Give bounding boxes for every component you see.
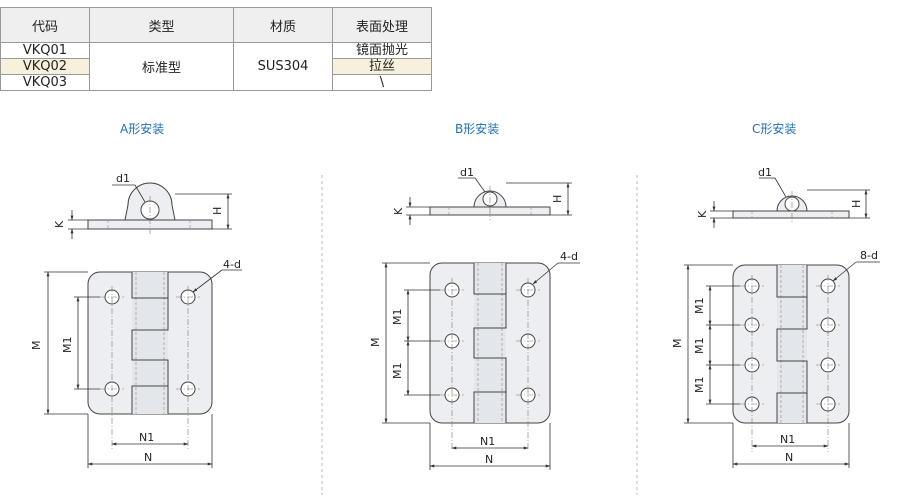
finish-cell: \	[332, 74, 432, 91]
label-m-c: M	[671, 339, 684, 349]
label-holes-a: 4-d	[223, 258, 241, 271]
label-n1-c: N1	[780, 433, 795, 446]
type-cell: 标准型	[89, 42, 234, 91]
table-row: VKQ02 拉丝	[0, 58, 432, 75]
label-h-b: H	[551, 195, 564, 203]
section-title-c: C形安装	[752, 122, 797, 136]
label-holes-c: 8-d	[860, 249, 878, 262]
label-n-c: N	[785, 451, 793, 464]
label-d1-a: d1	[116, 172, 130, 185]
front-view-a	[44, 269, 242, 468]
drawing-b: d1 H K 4-d M M1 M1 N1 N	[369, 166, 580, 470]
code-cell: VKQ01	[0, 42, 90, 59]
drawing-a: d1 H K 4-d M M1 N1 N	[30, 172, 242, 468]
table-header-row: 代码 类型 材质 表面处理	[0, 7, 432, 43]
label-k-c: K	[696, 210, 709, 218]
label-n1-b: N1	[480, 435, 495, 448]
label-m1-c-3: M1	[693, 377, 706, 394]
label-h-a: H	[211, 207, 224, 215]
side-view-a	[68, 182, 232, 239]
label-k-b: K	[392, 207, 405, 215]
side-view-c	[710, 177, 870, 228]
label-h-c: H	[850, 200, 863, 208]
label-m1-b-upper: M1	[391, 309, 404, 326]
code-cell: VKQ03	[0, 74, 90, 91]
front-view-c	[684, 261, 880, 468]
label-d1-c: d1	[758, 166, 772, 179]
material-cell: SUS304	[233, 42, 333, 91]
label-n1-a: N1	[139, 431, 154, 444]
label-m-b: M	[369, 338, 382, 348]
label-n-b: N	[485, 453, 493, 466]
label-m1-a: M1	[61, 337, 74, 354]
section-title-b: B形安装	[455, 122, 500, 136]
label-m1-c-1: M1	[693, 298, 706, 315]
drawing-c: d1 H K 8-d M M1 M1 M1 N1 N	[671, 166, 880, 468]
front-view-b	[382, 262, 580, 470]
label-m1-b-lower: M1	[391, 363, 404, 380]
label-n-a: N	[144, 451, 152, 464]
label-k-a: K	[53, 220, 66, 228]
label-d1-b: d1	[460, 166, 474, 179]
table-row: VKQ03 \	[0, 74, 432, 91]
header-finish: 表面处理	[332, 7, 432, 43]
section-title-a: A形安装	[120, 122, 165, 136]
label-m1-c-2: M1	[693, 338, 706, 355]
label-m-a: M	[30, 341, 43, 351]
header-code: 代码	[0, 7, 90, 43]
spec-table: 代码 类型 材质 表面处理 VKQ01 标准型 SUS304 镜面抛光 VKQ0…	[0, 7, 432, 91]
label-holes-b: 4-d	[560, 250, 578, 263]
side-view-b	[406, 177, 572, 225]
table-row: VKQ01 标准型 SUS304 镜面抛光	[0, 42, 432, 91]
